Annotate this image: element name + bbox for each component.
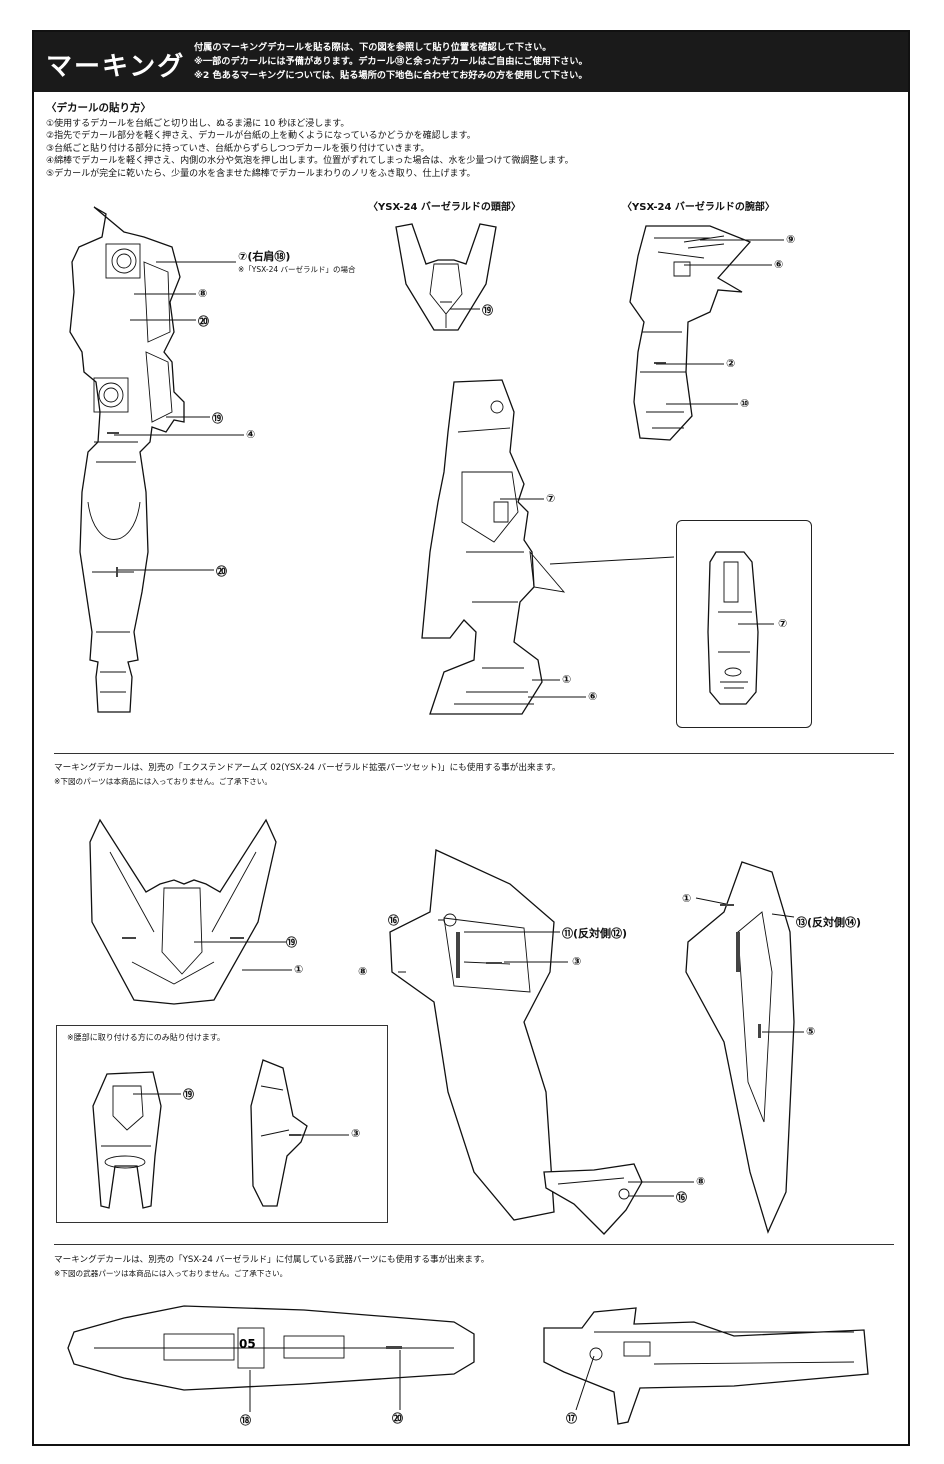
section-divider	[54, 753, 894, 754]
top-illustrations	[69, 206, 784, 715]
decal-label-4: ④	[246, 428, 256, 441]
decal-label-binder-3: ③	[572, 955, 582, 968]
decal-label-crest-1: ①	[294, 963, 304, 976]
robot-front-illustration	[69, 206, 185, 713]
extend-parts-illustrations	[89, 818, 804, 1235]
decal-label-blade-1: ①	[682, 892, 692, 905]
decal-label-right-shoulder: ⑦(右肩⑱)	[238, 250, 291, 263]
head-illustration	[395, 223, 497, 331]
extend-subnote: ※下図のパーツは本商品には入っておりません。ご了承下さい。	[54, 777, 272, 786]
decal-label-crest-19: ⑲	[286, 936, 297, 949]
extend-arms-note: マーキングデカールは、別売の「エクステンドアームズ 02(YSX-24 バーゼラ…	[54, 762, 560, 788]
decal-label-waist-19: ⑲	[183, 1088, 194, 1101]
decal-label-side-6: ⑥	[588, 690, 598, 703]
blade-wing-illustration	[685, 861, 795, 1234]
instruction-step: ①使用するデカールを台紙ごと切り出し、ぬるま湯に 10 秒ほど浸します。	[46, 118, 350, 129]
decal-label-binder-8: ⑧	[358, 965, 368, 978]
weapon-note-text: マーキングデカールは、別売の「YSX-24 バーゼラルド」に付属している武器パー…	[54, 1255, 490, 1265]
instruction-step: ⑤デカールが完全に乾いたら、少量の水を含ませた綿棒でデカールまわりのノリをふき取…	[46, 168, 476, 179]
waist-note: ※腰部に取り付ける方にのみ貼り付けます。	[67, 1033, 225, 1042]
head-section-title: 〈YSX-24 バーゼラルドの頭部〉	[368, 202, 521, 213]
leader-lines-front	[114, 261, 244, 571]
decal-label-arm-10: ⑩	[740, 397, 750, 410]
instruction-page: マーキング 付属のマーキングデカールを貼る際は、下の図を参照して貼り位置を確認し…	[32, 30, 910, 1446]
head-crest-illustration	[89, 818, 277, 1005]
decal-instructions: 〈デカールの貼り方〉 ①使用するデカールを台紙ごと切り出し、ぬるま湯に 10 秒…	[46, 102, 574, 180]
decal-label-part-16: ⑯	[676, 1191, 687, 1204]
inset-illustration	[707, 551, 759, 705]
section-divider	[54, 1244, 894, 1245]
decal-label-binder-11: ⑪(反対側⑫)	[562, 927, 628, 940]
waist-parts-box: ※腰部に取り付ける方にのみ貼り付けます。 ⑲ ③	[56, 1025, 388, 1223]
decal-label-blade-13: ⑬(反対側⑭)	[796, 916, 862, 929]
decal-label-waist-3: ③	[351, 1127, 361, 1140]
decal-label-inset-7: ⑦	[778, 617, 788, 630]
rifle-side-illustration	[543, 1307, 869, 1425]
header-bar: マーキング 付属のマーキングデカールを貼る際は、下の図を参照して貼り位置を確認し…	[34, 32, 908, 92]
leader-lines-side	[500, 498, 675, 698]
header-note: ※2 色あるマーキングについては、貼る場所の下地色に合わせてお好みの方を使用して…	[194, 70, 588, 81]
instruction-step: ③台紙ごと貼り付ける部分に持っていき、台紙からずらしつつデカールを張り付けていき…	[46, 143, 430, 154]
decal-label-8: ⑧	[198, 287, 208, 300]
weapon-illustrations: 05	[67, 1305, 869, 1425]
decal-label-weapon-20: ⑳	[392, 1412, 403, 1425]
weapon-stamp: 05	[239, 1337, 256, 1351]
page-title: マーキング	[46, 52, 186, 82]
instruction-step: ②指先でデカール部分を軽く押さえ、デカールが台紙の上を動くようになっているかどう…	[46, 131, 476, 141]
decal-label-side-7: ⑦	[546, 492, 556, 505]
rifle-top-illustration	[67, 1305, 475, 1391]
decal-label-head-19: ⑲	[482, 304, 493, 317]
decal-label-20: ⑳	[216, 565, 227, 578]
decal-label-arm-2: ②	[726, 357, 736, 370]
decal-label-binder-16: ⑯	[388, 914, 399, 927]
weapon-note: マーキングデカールは、別売の「YSX-24 バーゼラルド」に付属している武器パー…	[54, 1254, 489, 1280]
header-notes: 付属のマーキングデカールを貼る際は、下の図を参照して貼り位置を確認して下さい。 …	[194, 41, 588, 83]
decal-label-20: ⑳	[198, 315, 209, 328]
waist-parts-illustration	[92, 1059, 349, 1209]
decal-label-note: ※「YSX-24 バーゼラルド」の場合	[238, 265, 356, 274]
small-part-illustration	[543, 1163, 643, 1235]
decal-label-part-8: ⑧	[696, 1175, 706, 1188]
decal-label-weapon-18: ⑱	[240, 1414, 251, 1427]
decal-label-side-1: ①	[562, 673, 572, 686]
header-note: ※一部のデカールには予備があります。デカール⑱と余ったデカールはご自由にご使用下…	[194, 56, 588, 67]
decal-label-blade-5: ⑤	[806, 1025, 816, 1038]
weapon-subnote: ※下図の武器パーツは本商品には入っておりません。ご了承下さい。	[54, 1269, 288, 1278]
robot-side-illustration	[421, 379, 566, 715]
decal-label-arm-9: ⑨	[786, 233, 796, 246]
arm-illustration	[629, 225, 752, 441]
decal-label-weapon-17: ⑰	[566, 1412, 577, 1425]
arm-section-title: 〈YSX-24 バーゼラルドの腕部〉	[622, 202, 775, 213]
instructions-heading: 〈デカールの貼り方〉	[46, 102, 151, 114]
decal-label-19: ⑲	[212, 412, 223, 425]
wing-binder-illustration	[389, 849, 555, 1221]
leader-lines-arm	[656, 239, 784, 405]
inset-frame	[676, 520, 812, 728]
decal-label-arm-6: ⑥	[774, 258, 784, 271]
extend-note-text: マーキングデカールは、別売の「エクステンドアームズ 02(YSX-24 バーゼラ…	[54, 763, 561, 773]
instruction-step: ④綿棒でデカールを軽く押さえ、内側の水分や気泡を押し出します。位置がずれてしまっ…	[46, 156, 574, 166]
header-note: 付属のマーキングデカールを貼る際は、下の図を参照して貼り位置を確認して下さい。	[194, 42, 552, 53]
